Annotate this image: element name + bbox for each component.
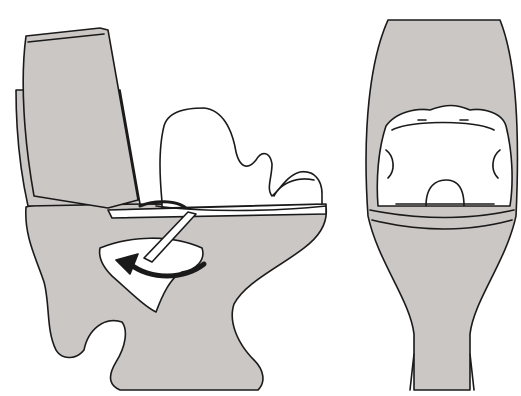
bracket-top-tab (138, 200, 188, 210)
child-seat-backrest-line (273, 178, 315, 197)
mounting-bracket-icon (138, 200, 197, 263)
child-seat-left-bolster (385, 149, 394, 179)
child-seat-backrest-front (391, 121, 495, 131)
front-view-child-seat (376, 104, 513, 207)
front-view-bowl-line (371, 219, 513, 230)
bracket-arm (143, 211, 197, 263)
front-view-seat-rim (369, 209, 515, 219)
side-view-child-seat (155, 107, 327, 212)
child-seat-shell-side (159, 107, 323, 209)
front-view-base-left (409, 353, 415, 391)
side-view-cistern (22, 27, 139, 209)
front-view-base-right (469, 353, 475, 391)
rotation-arrow-head (115, 253, 139, 275)
cistern-lid-line (27, 33, 105, 43)
child-seat-right-bolster (492, 149, 501, 179)
child-seat-rim-side (155, 205, 327, 212)
child-seat-pommel (425, 179, 465, 207)
rotation-arrow-icon (115, 253, 207, 279)
child-seat-shell-front (376, 104, 513, 207)
rotation-arrow-curve (127, 261, 207, 279)
side-view-toilet (15, 27, 328, 391)
